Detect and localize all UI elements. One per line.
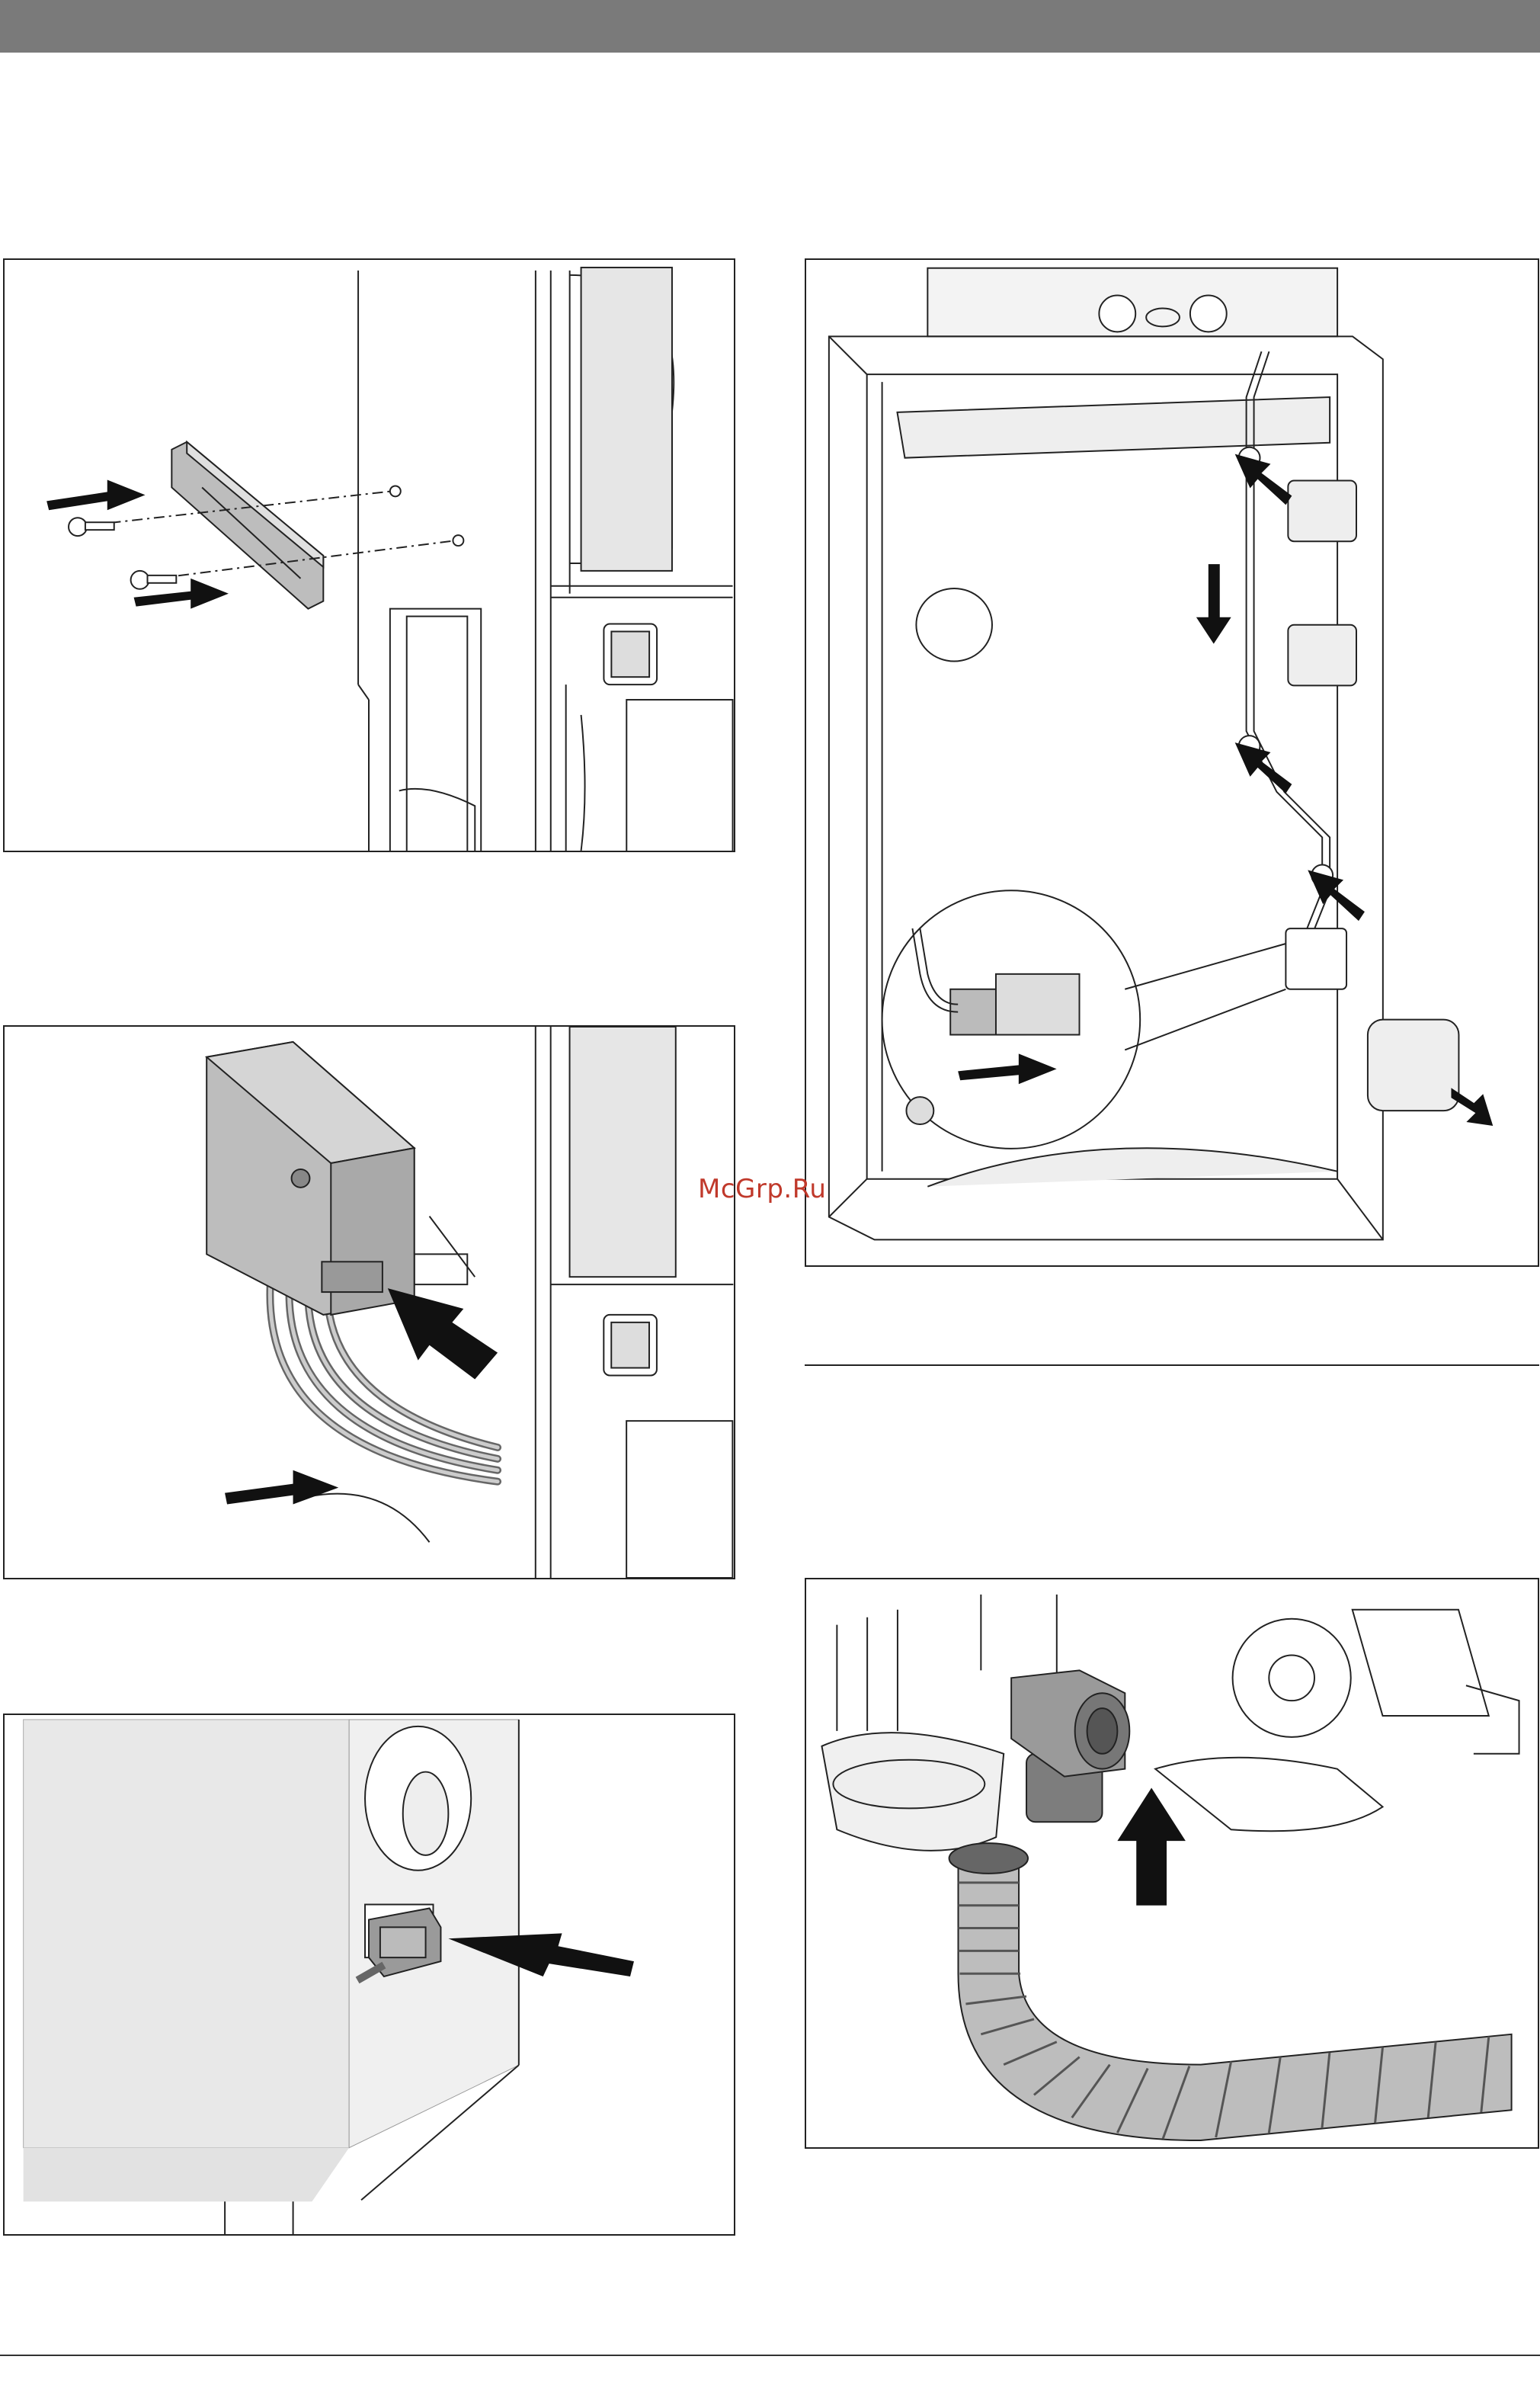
section-rule xyxy=(805,1364,1539,1366)
figure-housing-cables xyxy=(3,1025,735,1579)
figure-power-plug xyxy=(3,1714,735,2236)
drain-hose-siphon-illustration xyxy=(806,1579,1538,2147)
figure-drain-hose xyxy=(805,1578,1539,2149)
module-housing-cable-insertion-illustration xyxy=(5,1027,734,1578)
header-bar xyxy=(0,0,1540,53)
wall-rail-screw-mount-illustration xyxy=(5,260,734,851)
footer-rule xyxy=(0,2355,1540,2356)
power-plug-connection-illustration xyxy=(5,1715,734,2234)
figure-rail-mounting xyxy=(3,258,735,852)
figure-boiler-routing xyxy=(805,258,1539,1267)
watermark: McGrp.Ru xyxy=(698,1174,826,1204)
boiler-cable-routing-illustration xyxy=(806,260,1538,1265)
